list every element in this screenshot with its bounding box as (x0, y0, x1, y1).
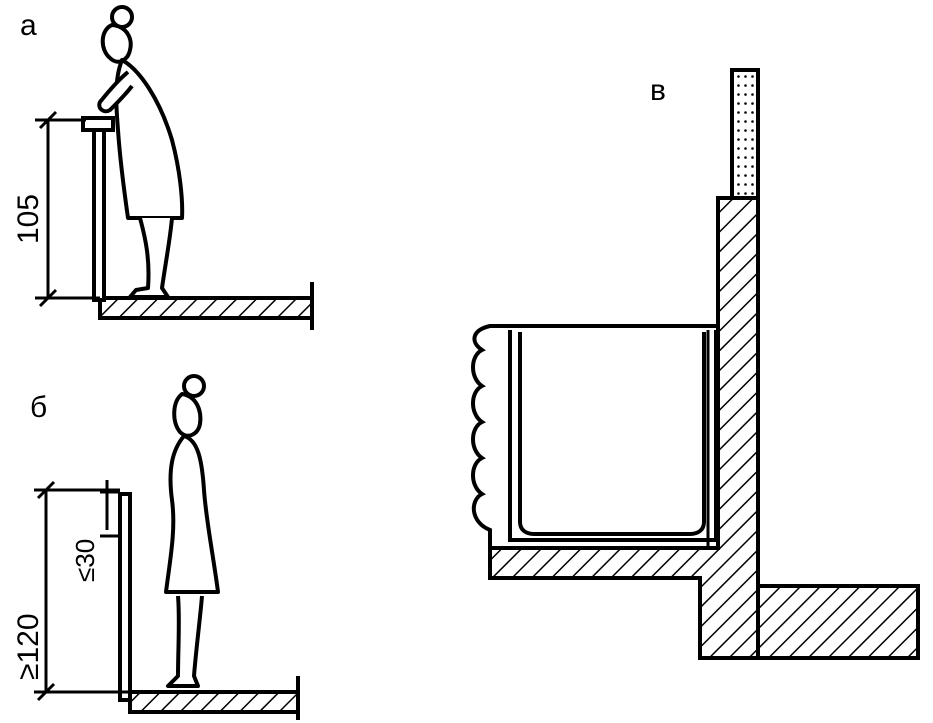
dimension-120-label: ≥120 (12, 613, 45, 680)
railing-post-a (81, 116, 115, 302)
dimension-105-label: 105 (12, 194, 45, 244)
floor-slab-a (98, 282, 314, 330)
panel-b: б ≥120 ≤30 (12, 374, 300, 720)
floor-slab-b (128, 676, 300, 720)
person-standing-icon (164, 374, 220, 688)
upper-wall (730, 68, 760, 200)
planter-box-outline (471, 324, 720, 550)
planter-box-container (518, 332, 706, 536)
panel-a-label: а (20, 9, 37, 42)
panel-c: в (471, 68, 920, 660)
dimension-line-b (34, 480, 130, 702)
panel-b-label: б (30, 391, 47, 424)
dimension-line-a (35, 110, 100, 308)
railing-post-b (118, 492, 132, 702)
floor-slab-c (756, 584, 920, 660)
planter-box-lining (508, 330, 718, 542)
panel-a: а 105 (12, 5, 314, 330)
dimension-line-b-top (100, 480, 120, 538)
panel-c-label: в (650, 74, 666, 107)
person-leaning-icon (97, 5, 185, 299)
dimension-30-label: ≤30 (70, 539, 100, 582)
